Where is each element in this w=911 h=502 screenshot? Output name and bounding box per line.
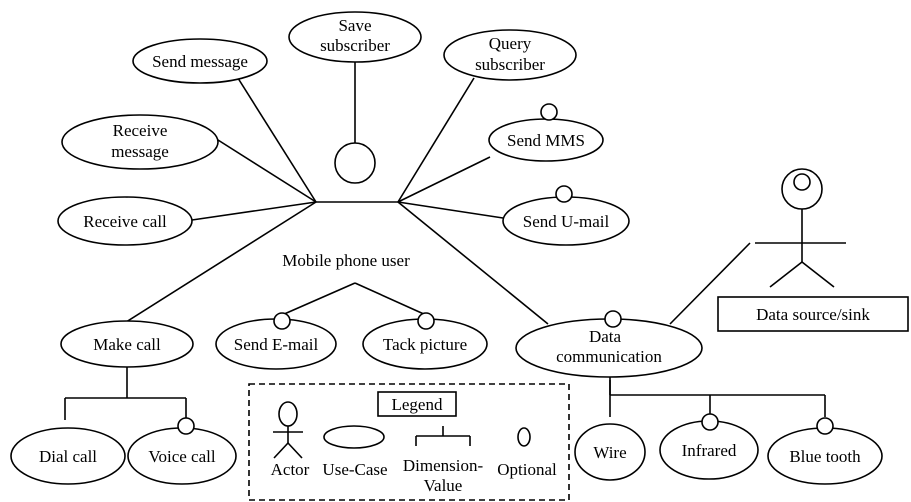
optional-marker-icon [701, 413, 719, 431]
use-case-label: Receive call [83, 212, 167, 231]
legend-title: Legend [392, 395, 443, 414]
use-case-label: Query [489, 34, 532, 53]
optional-marker-icon [417, 312, 435, 330]
actor-head-icon [334, 142, 376, 184]
legend-dimension-value-label: Dimension- [403, 456, 484, 475]
optional-marker-icon [793, 173, 811, 191]
use-case-infrared: Infrared [659, 413, 759, 480]
optional-marker-icon [540, 103, 558, 121]
actor-data-source-sink: Data source/sink [717, 168, 909, 332]
actor-data-source-sink-label: Data source/sink [756, 305, 870, 324]
use-case-label: communication [556, 347, 662, 366]
legend: Legend Actor Use-Case Dimension- Value O… [248, 383, 570, 501]
use-case-send-email: Send E-mail [215, 312, 337, 370]
legend-optional-icon [517, 427, 531, 447]
optional-marker-icon [177, 417, 195, 435]
use-case-wire: Wire [574, 423, 646, 481]
use-case-label: subscriber [320, 36, 390, 55]
use-case-label: Send MMS [507, 131, 585, 150]
use-case-make-call: Make call [60, 320, 194, 368]
optional-marker-icon [604, 310, 622, 328]
use-case-label: Blue tooth [789, 447, 861, 466]
use-case-label: Tack picture [383, 335, 467, 354]
use-case-save-subscriber: Save subscriber [288, 11, 422, 63]
use-case-blue-tooth: Blue tooth [767, 417, 883, 485]
use-case-label: Send message [152, 52, 248, 71]
optional-marker-icon [273, 312, 291, 330]
legend-dimension-value-icon [415, 426, 471, 446]
data-source-sink-box [717, 296, 909, 332]
use-case-label: Save [338, 16, 371, 35]
use-case-data-communication: Data communication [515, 310, 703, 378]
use-case-send-umail: Send U-mail [502, 185, 630, 246]
optional-marker-icon [816, 417, 834, 435]
legend-use-case-label: Use-Case [322, 460, 387, 479]
use-case-label: message [111, 142, 169, 161]
use-case-send-mms: Send MMS [488, 103, 604, 162]
use-case-label: Receive [113, 121, 168, 140]
use-case-label: Dial call [39, 447, 97, 466]
actor-mobile-phone-user-label: Mobile phone user [282, 251, 410, 270]
use-case-label: subscriber [475, 55, 545, 74]
optional-marker-icon [555, 185, 573, 203]
actor-mobile-phone-user: Mobile phone user [282, 142, 410, 270]
use-case-tack-picture: Tack picture [362, 312, 488, 370]
use-case-label: Make call [93, 335, 161, 354]
legend-actor-icon [273, 401, 303, 459]
legend-title-box [377, 391, 457, 417]
use-case-label: Infrared [682, 441, 737, 460]
use-case-label: Data [589, 327, 622, 346]
legend-use-case-icon [323, 425, 385, 449]
legend-border [248, 383, 570, 501]
use-case-label: Send E-mail [234, 335, 319, 354]
legend-optional-label: Optional [497, 460, 557, 479]
use-case-voice-call: Voice call [127, 417, 237, 485]
legend-dimension-value-label: Value [424, 476, 463, 495]
use-case-query-subscriber: Query subscriber [443, 29, 577, 81]
use-case-send-message: Send message [132, 38, 268, 84]
use-case-label: Send U-mail [523, 212, 610, 231]
legend-actor-label: Actor [271, 460, 310, 479]
use-case-receive-message: Receive message [61, 114, 219, 170]
use-case-label: Voice call [148, 447, 215, 466]
use-case-label: Wire [593, 443, 626, 462]
use-case-dial-call: Dial call [10, 427, 126, 485]
connector-lines [64, 60, 826, 420]
use-case-receive-call: Receive call [57, 196, 193, 246]
